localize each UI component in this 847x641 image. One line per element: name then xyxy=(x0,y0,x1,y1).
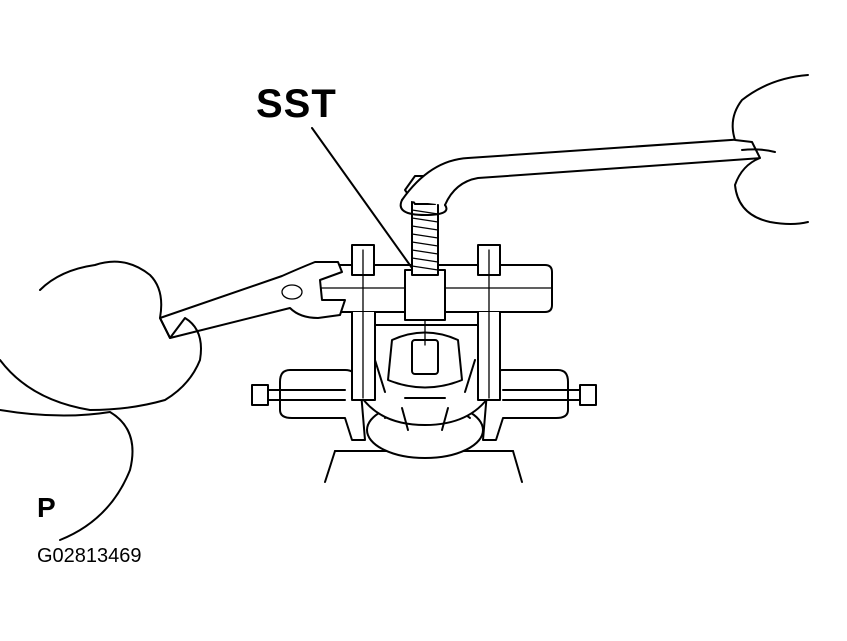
right-hand xyxy=(731,74,809,225)
figure-code: G02813469 xyxy=(37,545,142,567)
sst-leader-line xyxy=(311,127,413,269)
view-letter: P xyxy=(37,492,56,523)
left-hand xyxy=(0,260,202,541)
clamp-jaws xyxy=(251,369,597,441)
adjustable-wrench xyxy=(159,261,346,339)
puller-legs xyxy=(351,244,501,401)
ring-wrench xyxy=(399,137,763,216)
sst-callout-label: SST xyxy=(256,82,337,126)
